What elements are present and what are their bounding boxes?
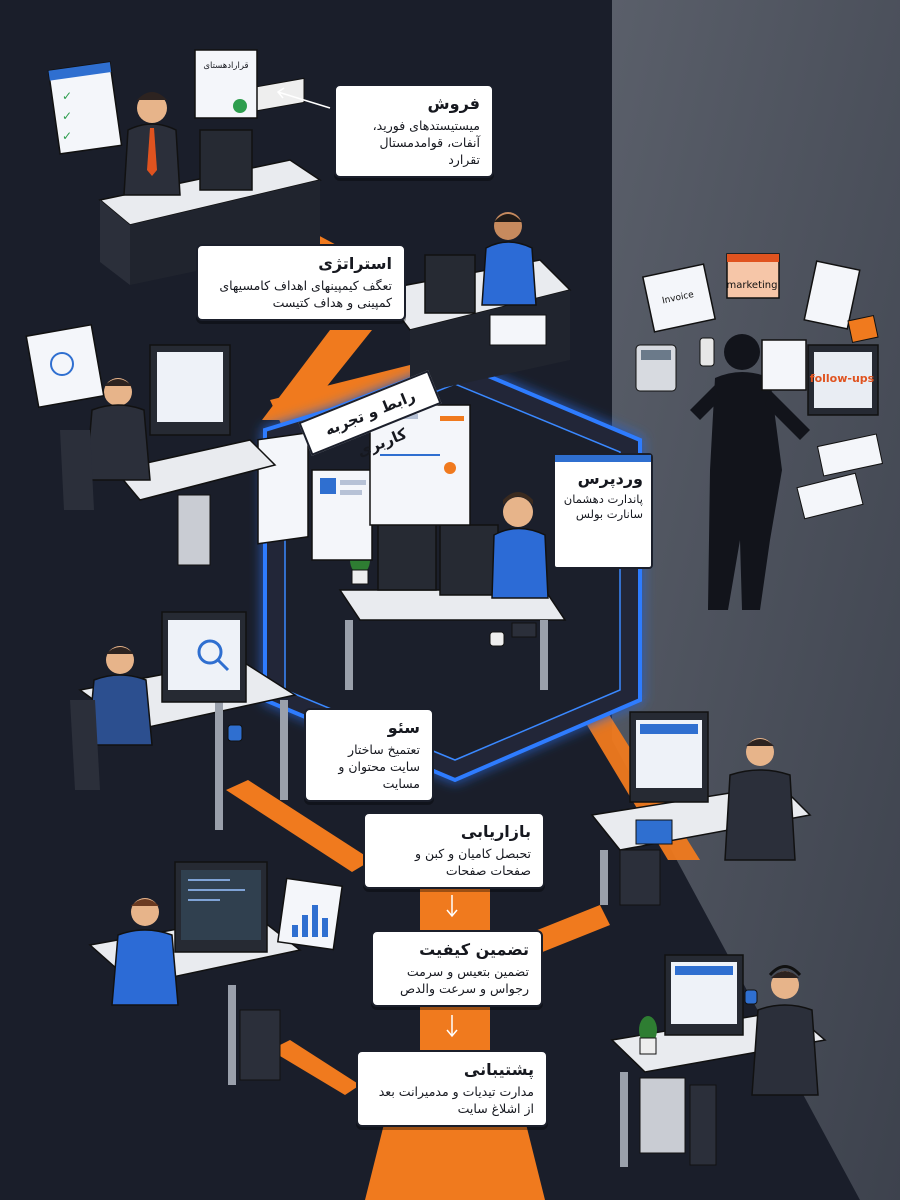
strategy-workstation [378, 212, 572, 395]
wordpress-title: وردپرس [577, 469, 643, 488]
step-marketing-description: تحبصل کامیان و کبن و صفحات صفحات [414, 846, 531, 878]
support-workstation [610, 954, 827, 1167]
marketing-note-text: marketing [727, 280, 778, 291]
ux-screens [257, 404, 471, 561]
step-strategy-title: استراتژی [318, 254, 392, 273]
step-qa-description: تضمین بتعیس و سرمت رجواس و سرعت والدص [399, 964, 529, 996]
step-strategy-description: تعگف کیمپینهای اهداف کامسیهای کمپینی و ه… [219, 278, 392, 310]
seo-workstation [70, 611, 297, 830]
qa-workstation [88, 861, 344, 1085]
step-qa-callout: تضمین کیفیت تضمین بتعیس و سرمت رجواس و س… [371, 930, 543, 1007]
svg-text:✓: ✓ [62, 129, 72, 143]
wordpress-card-header-bar [555, 455, 651, 462]
step-sales-callout: فروش میستیستدهای فورید، آنفات، قوامدمستا… [334, 84, 494, 178]
step-sales-description: میستیستدهای فورید، آنفات، قوامدمستال تقر… [372, 118, 480, 167]
center-workstation [338, 492, 567, 690]
stressed-silhouette [690, 334, 810, 610]
design-workstation [25, 323, 277, 566]
svg-text:✓: ✓ [62, 109, 72, 123]
step-marketing-title: بازاریابی [460, 822, 531, 841]
step-marketing-callout: بازاریابی تحبصل کامیان و کبن و صفحات صفح… [363, 812, 545, 889]
wordpress-description: پاندارت دهشمان سانارت بولس [563, 492, 643, 521]
flow-arrows [276, 87, 458, 1038]
step-support-callout: پشتیبانی مدارت تیدیات و مدمیرانت بعد از … [356, 1050, 548, 1127]
chaos-props: marketing Invoice follow-ups [635, 253, 884, 520]
svg-text:✓: ✓ [62, 89, 72, 103]
marketing-workstation [590, 711, 812, 906]
sales-workstation: ✓ ✓ ✓ [47, 49, 322, 285]
step-qa-title: تضمین کیفیت [419, 940, 529, 959]
step-seo-callout: سئو تعتمیخ ساختار سایت محتوان و مسایت [304, 708, 434, 802]
step-strategy-callout: استراتژی تعگف کیمپینهای اهداف کامسیهای ک… [196, 244, 406, 321]
wordpress-card: وردپرس پاندارت دهشمان سانارت بولس [553, 453, 653, 569]
step-support-title: پشتیبانی [463, 1060, 534, 1079]
step-seo-title: سئو [387, 718, 420, 737]
contract-title-text: قرارادهستای [203, 61, 248, 71]
step-seo-description: تعتمیخ ساختار سایت محتوان و مسایت [338, 742, 420, 791]
step-support-description: مدارت تیدیات و مدمیرانت بعد از اشلاغ سای… [378, 1084, 534, 1116]
step-sales-title: فروش [427, 94, 480, 113]
followups-note-text: follow-ups [810, 372, 875, 385]
